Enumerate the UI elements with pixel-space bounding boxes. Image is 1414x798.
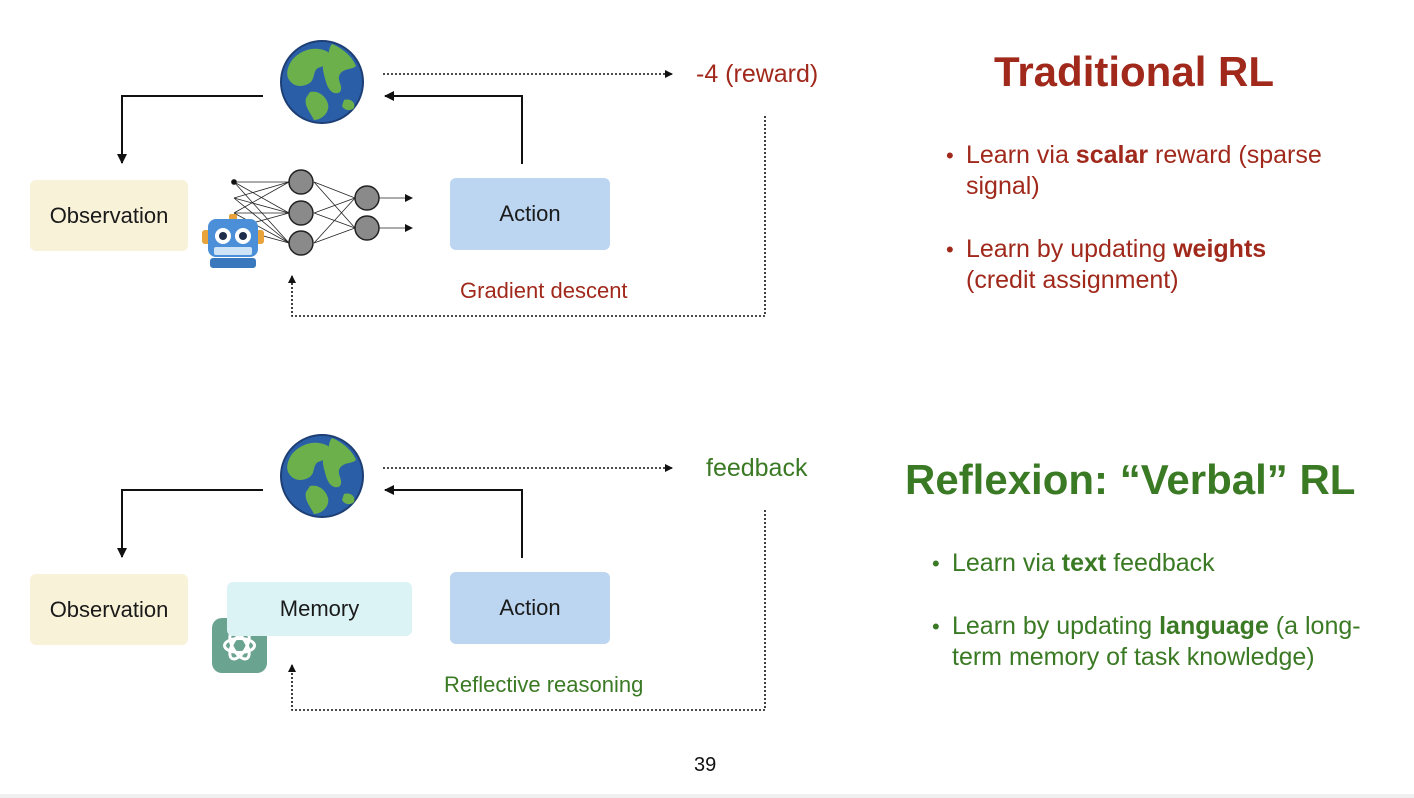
top-diagram-arrows [117,70,766,317]
traditional-rl-title: Traditional RL [994,48,1275,95]
bottom-diagram-arrows [117,464,766,711]
memory-box: Memory [227,582,412,636]
footer-bar [0,794,1414,798]
bullet-item: Learn by updating weights (credit assign… [946,234,1326,296]
bullet-item: Learn via scalar reward (sparse signal) [946,140,1326,202]
env-to-observation-arrow-2 [117,489,263,558]
gradient-loop-dotted [288,116,766,317]
gradient-descent-label: Gradient descent [460,278,628,303]
neural-network-nodes [288,169,380,256]
robot-icon [202,214,264,268]
reflection-loop-dotted [288,510,766,711]
action-box: Action [450,178,610,250]
observation-box: Observation [30,180,188,251]
page-number: 39 [694,754,717,776]
traditional-rl-bullets: Learn via scalar reward (sparse signal) … [946,140,1326,328]
action-to-env-arrow [384,91,523,164]
bullet-item: Learn via text feedback [932,548,1362,579]
bullet-item: Learn by updating language (a long-term … [932,611,1362,673]
reflective-reasoning-label: Reflective reasoning [444,672,644,697]
globe-icon [280,40,364,124]
feedback-label: feedback [706,454,808,482]
env-to-observation-arrow [117,95,263,164]
reflexion-bullets: Learn via text feedback Learn by updatin… [932,548,1362,705]
reward-label: -4 (reward) [696,60,819,88]
observation-box: Observation [30,574,188,645]
action-to-env-arrow-2 [384,485,523,558]
action-box: Action [450,572,610,644]
neural-network-icon [231,179,413,244]
globe-icon [280,434,364,518]
reflexion-title: Reflexion: “Verbal” RL [905,456,1356,503]
